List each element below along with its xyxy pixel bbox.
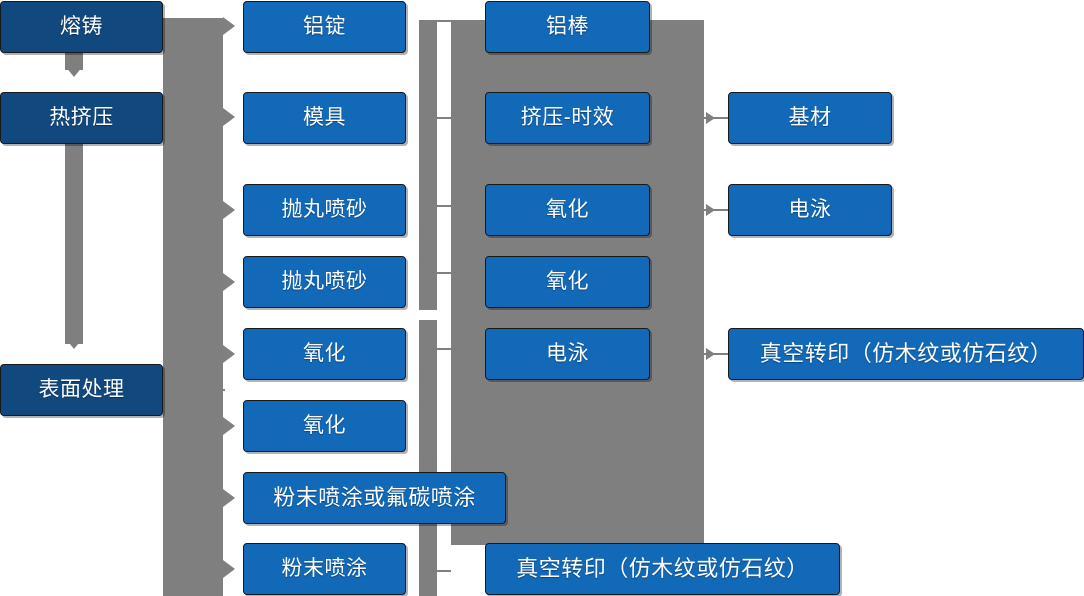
operation-box-3[interactable]: 抛丸喷砂	[243, 184, 406, 236]
operation-box-7[interactable]: 粉末喷涂或氟碳喷涂	[243, 472, 506, 524]
connector-tick-3	[437, 205, 451, 207]
connector-arrow-op-4	[223, 273, 235, 291]
connector-lead-stage1	[163, 18, 223, 36]
connector-arrow-op-6	[223, 417, 235, 435]
connector-stub-out-2	[704, 209, 728, 211]
connector-stub-out-1	[704, 117, 728, 119]
connector-tick-1	[437, 20, 451, 22]
connector-arrow-op-7	[223, 489, 235, 507]
material-box-2[interactable]: 挤压-时效	[485, 92, 650, 144]
connector-tick-5	[437, 348, 451, 350]
material-box-3[interactable]: 氧化	[485, 184, 650, 236]
material-box-4[interactable]: 氧化	[485, 256, 650, 308]
stage-box-2[interactable]: 热挤压	[0, 92, 163, 144]
connector-stub-stage3	[163, 389, 225, 391]
connector-stub-out-3	[704, 353, 728, 355]
connector-arrow-op-1	[223, 17, 235, 35]
operation-box-5[interactable]: 氧化	[243, 328, 406, 380]
connector-trunk-stages	[163, 18, 223, 596]
connector-tick-2	[437, 117, 451, 119]
operation-box-2[interactable]: 模具	[243, 92, 406, 144]
connector-stage-spine-2	[65, 130, 83, 344]
connector-arrow-op-3	[223, 201, 235, 219]
output-box-1[interactable]: 基材	[728, 92, 892, 144]
connector-bar-operations-lower	[419, 320, 437, 596]
connector-arrow-down-stage2	[65, 66, 83, 77]
output-box-3[interactable]: 真空转印（仿木纹或仿石纹）	[728, 328, 1084, 380]
connector-tick-6	[437, 570, 451, 572]
operation-box-1[interactable]: 铝锭	[243, 1, 406, 53]
connector-arrow-op-5	[223, 345, 235, 363]
operation-box-4[interactable]: 抛丸喷砂	[243, 256, 406, 308]
connector-bar-operations-upper	[419, 20, 437, 310]
connector-arrow-op-8	[223, 560, 235, 578]
material-box-1[interactable]: 铝棒	[485, 1, 650, 53]
stage-box-1[interactable]: 熔铸	[0, 1, 163, 53]
material-box-6[interactable]: 真空转印（仿木纹或仿石纹）	[485, 543, 840, 595]
output-box-2[interactable]: 电泳	[728, 184, 892, 236]
connector-arrow-op-2	[223, 108, 235, 126]
stage-box-3[interactable]: 表面处理	[0, 364, 163, 416]
connector-tick-4	[437, 272, 451, 274]
operation-box-8[interactable]: 粉末喷涂	[243, 543, 406, 595]
operation-box-6[interactable]: 氧化	[243, 400, 406, 452]
material-box-5[interactable]: 电泳	[485, 328, 650, 380]
